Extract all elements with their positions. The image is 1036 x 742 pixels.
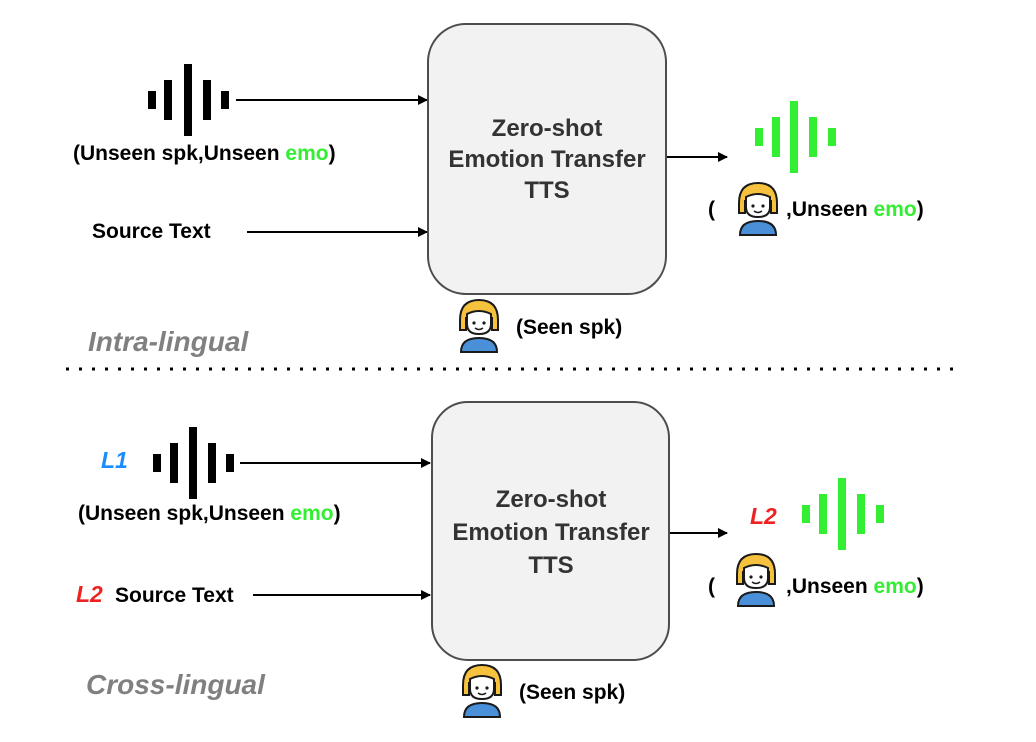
cross-lingual-section: L1 (Unseen spk,Unseen emo) L2 Source Tex… bbox=[76, 401, 924, 718]
input-audio-label: (Unseen spk,Unseen emo) bbox=[78, 502, 341, 525]
waveform-icon bbox=[148, 64, 229, 136]
waveform-icon bbox=[153, 427, 234, 499]
section-label-intra: Intra-lingual bbox=[88, 326, 249, 357]
waveform-icon bbox=[802, 478, 884, 550]
model-label-line1: Zero-shot bbox=[492, 115, 603, 142]
speaker-avatar-icon bbox=[459, 299, 499, 353]
model-label-line2: Emotion Transfer bbox=[448, 146, 645, 173]
source-text-label: Source Text bbox=[115, 584, 234, 607]
waveform-icon bbox=[755, 101, 836, 173]
output-language-label: L2 bbox=[750, 503, 777, 529]
source-text-label: Source Text bbox=[92, 220, 211, 243]
model-label-line2: Emotion Transfer bbox=[452, 519, 649, 546]
model-label-line3: TTS bbox=[528, 552, 573, 579]
model-label-line3: TTS bbox=[524, 177, 569, 204]
seen-speaker-label: (Seen spk) bbox=[519, 681, 625, 704]
seen-speaker-label: (Seen spk) bbox=[516, 316, 622, 339]
input-language-label: L1 bbox=[101, 447, 128, 473]
output-open-paren: ( bbox=[708, 575, 715, 598]
intra-lingual-section: (Unseen spk,Unseen emo) Source Text Zero… bbox=[73, 23, 924, 357]
output-label: ,Unseen emo) bbox=[786, 575, 924, 598]
output-label: ,Unseen emo) bbox=[786, 198, 924, 221]
output-open-paren: ( bbox=[708, 198, 715, 221]
speaker-avatar-icon bbox=[462, 664, 502, 718]
speaker-avatar-icon bbox=[738, 182, 778, 236]
model-label-line1: Zero-shot bbox=[496, 486, 607, 513]
tts-model-box bbox=[431, 401, 670, 661]
tts-model-box bbox=[427, 23, 667, 295]
source-language-label: L2 bbox=[76, 581, 103, 607]
section-label-cross: Cross-lingual bbox=[86, 669, 266, 700]
input-audio-label: (Unseen spk,Unseen emo) bbox=[73, 142, 336, 165]
speaker-avatar-icon bbox=[736, 553, 776, 607]
